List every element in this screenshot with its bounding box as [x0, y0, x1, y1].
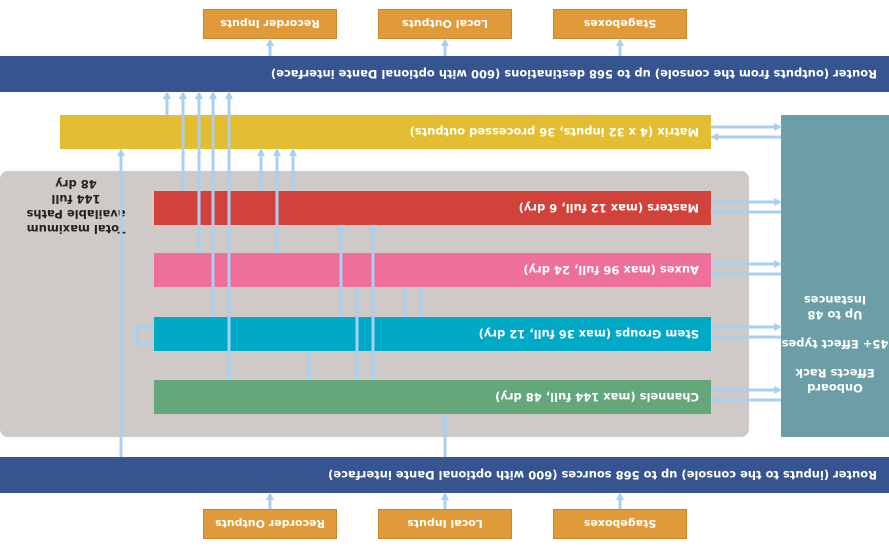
flow-arrow: [135, 323, 155, 346]
